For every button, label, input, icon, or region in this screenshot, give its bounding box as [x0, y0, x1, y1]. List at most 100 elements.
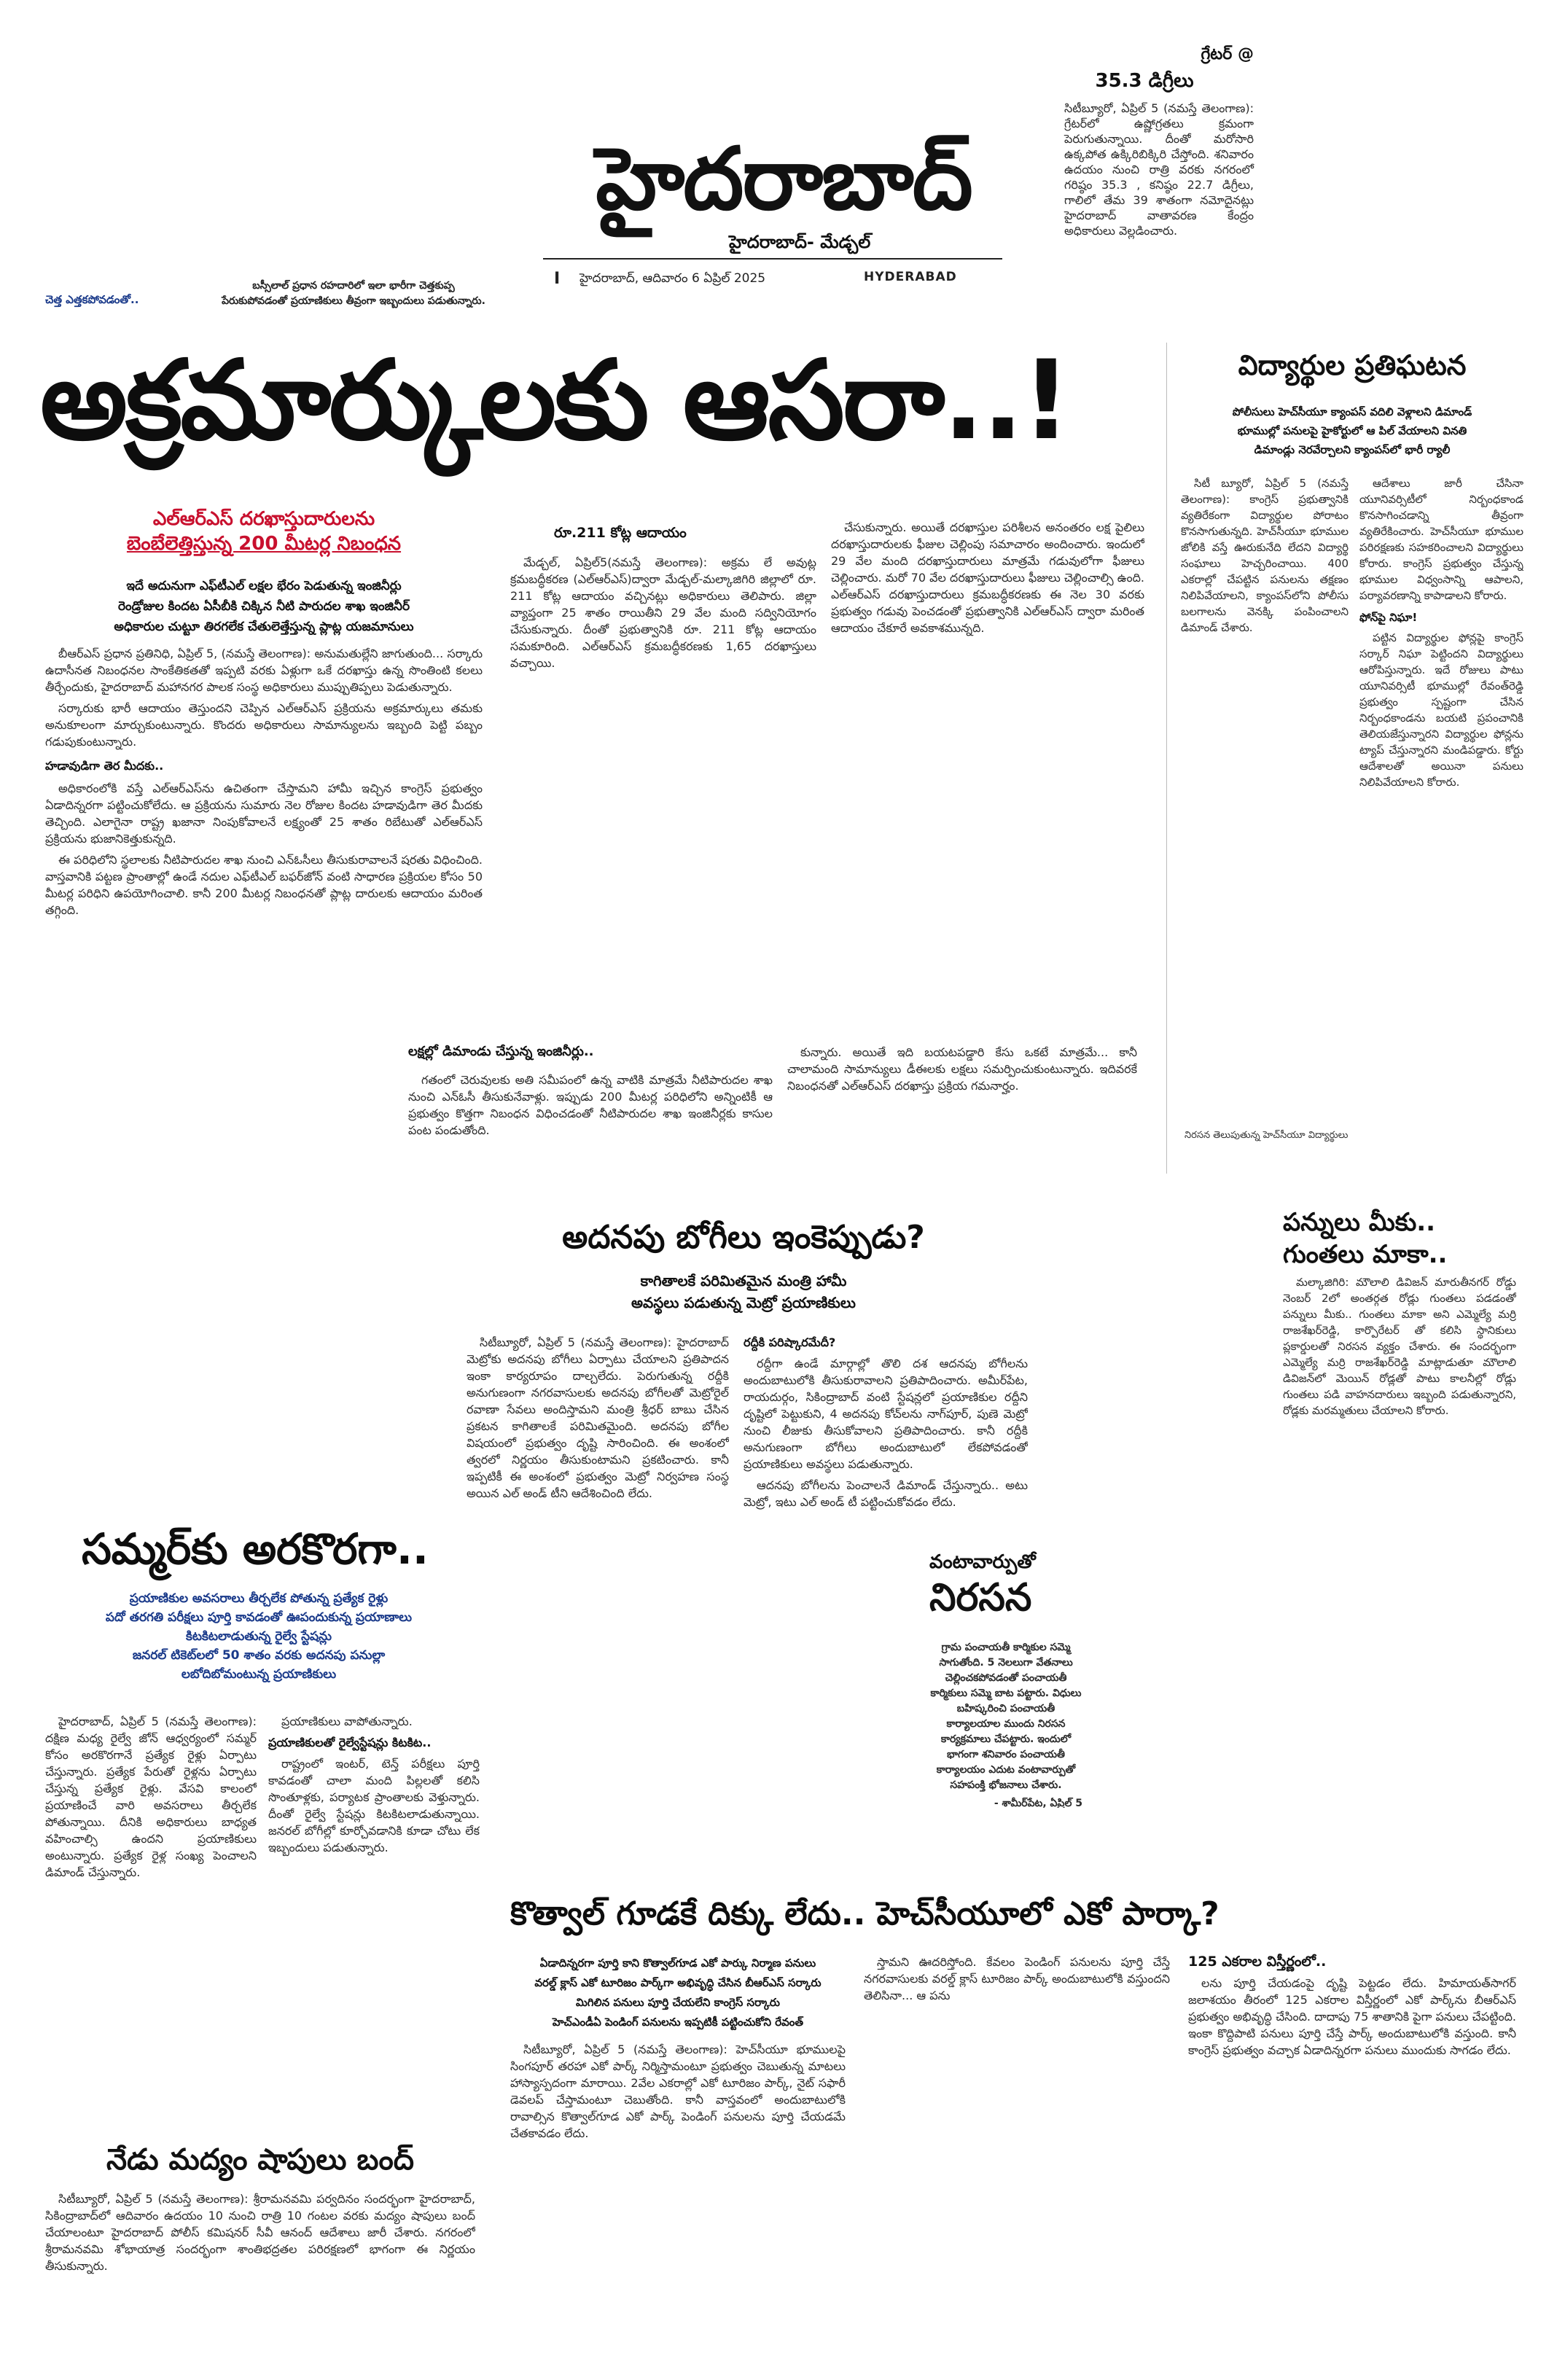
summer-column-1: హైదరాబాద్, ఏప్రిల్ 5 (నమస్తే తెలంగాణ): ద… [45, 1713, 257, 2121]
taxes-paragraph-1: మల్కాజిగిరి: మౌలాలి డివిజన్ మారుతీనగర్ ర… [1283, 1276, 1516, 1417]
coaches-column-1: సిటీబ్యూరో, ఏప్రిల్ 5 (నమస్తే తెలంగాణ): … [467, 1334, 729, 1611]
lead-column-3: చేసుకున్నారు. అయితే దరఖాస్తుల పరిశీలన అన… [831, 519, 1144, 709]
students-deck-3: డిమాండ్లు నెరవేర్చాలని క్యాంపస్‌లో భారీ … [1254, 443, 1451, 456]
sidebar-rule [1166, 343, 1167, 1174]
lead-cont-column-1: గతంలో చెరువులకు అతి సమీపంలో ఉన్న వాటికి … [408, 1072, 773, 1188]
ecopark-column-2: స్తామని ఊదరిస్తోంది. కేవలం పెండింగ్ పనుల… [864, 1954, 1170, 2056]
masthead-rule [543, 258, 1002, 260]
students-subhead-1: ఫోన్‌పై నిఘా! [1359, 611, 1418, 624]
dateline: హైదరాబాద్, ఆదివారం 6 ఏప్రిల్ 2025 [580, 271, 766, 286]
summer-deck: ప్రయాణికుల అవసరాలు తీర్చలేక పోతున్న ప్రత… [44, 1589, 474, 1684]
weather-value: 35.3 డిగ్రీలు [1095, 70, 1194, 92]
lead-paragraph-3: అధికారంలోకి వస్తే ఎల్‌ఆర్‌ఎస్‌ను ఉచితంగా… [45, 781, 483, 846]
taxes-headline-2: గుంతలు మాకా.. [1283, 1240, 1448, 1269]
coaches-headline: అదనపు బోగీలు ఇంకెప్పుడు? [562, 1219, 925, 1256]
protest-column: గ్రామ పంచాయతీ కార్మికుల సమ్మె సాగుతోంది.… [929, 1640, 1082, 1808]
lead-paragraph-2: సర్కారుకు భారీ ఆదాయం తెస్తుందని చెప్పిన … [45, 701, 483, 749]
protest-headline: నిరసన [929, 1576, 1032, 1620]
liquor-headline: నేడు మద్యం షాపులు బంద్ [106, 2143, 414, 2177]
coaches-paragraph-1: సిటీబ్యూరో, ఏప్రిల్ 5 (నమస్తే తెలంగాణ): … [467, 1335, 729, 1500]
summer-column-2: ప్రయాణికులు వాపోతున్నారు. ప్రయాణికులతో ర… [268, 1713, 480, 2121]
liquor-column: సిటీబ్యూరో, ఏప్రిల్ 5 (నమస్తే తెలంగాణ): … [45, 2190, 475, 2336]
lead-cont-head: లక్షల్లో డిమాండు చేస్తున్న ఇంజినీర్లు.. [408, 1044, 594, 1059]
students-paragraph-2: ఆదేశాలు జారీ చేసినా యూనివర్సిటీలో నిర్బం… [1359, 477, 1523, 602]
ecopark-headline: కొత్వాల్ గూడకే దిక్కు లేదు.. హెచ్‌సీయూలో… [510, 1895, 1220, 1932]
students-deck: పోలీసులు హెచ్‌సీయూ క్యాంపస్ వదిలి వెళ్లా… [1181, 402, 1523, 459]
ecopark-column-1: సిటీబ్యూరో, ఏప్రిల్ 5 (నమస్తే తెలంగాణ): … [510, 2041, 846, 2333]
coaches-column-2: రద్దీకి పరిష్కారమేదీ? రద్దీగా ఉండే మార్గ… [744, 1334, 1028, 1611]
taxes-headline-1: పన్నులు మీకు.. [1283, 1208, 1436, 1237]
protest-kicker: వంటావార్పుతో [929, 1551, 1036, 1573]
summer-deck-1: ప్రయాణికుల అవసరాలు తీర్చలేక పోతున్న ప్రత… [129, 1591, 389, 1606]
coaches-deck-2: అవస్థలు పడుతున్న మెట్రో ప్రయాణికులు [631, 1294, 856, 1311]
ecopark-deck-4: హెచ్‌ఎండీఏ పెండింగ్ పనులను ఇప్పటికీ పట్ట… [552, 2016, 804, 2029]
lead-deck: ఇదే అదునుగా ఎఫ్‌టీఎల్ లక్షల భేరం పెడుతున… [45, 576, 483, 637]
ecopark-deck-1: ఏడాదిన్నరగా పూర్తి కాని కొత్వాల్‌గూడ ఎకో… [539, 1956, 816, 1970]
students-column-1: సిటీ బ్యూరో, ఏప్రిల్ 5 (నమస్తే తెలంగాణ):… [1181, 475, 1349, 1022]
lead-cont-column-2: కున్నారు. అయితే ఇది బయటపడ్డారి కేసు ఒకటే… [787, 1044, 1137, 1190]
students-headline: విద్యార్థుల ప్రతిఘటన [1238, 349, 1467, 381]
ecopark-paragraph-2: స్తామని ఊదరిస్తోంది. కేవలం పెండింగ్ పనుల… [864, 1955, 1170, 2002]
lead-cont-paragraph-1: గతంలో చెరువులకు అతి సమీపంలో ఉన్న వాటికి … [408, 1073, 773, 1137]
lead-headline: అక్రమార్కులకు ఆసరా..! [40, 338, 1072, 464]
lead-cont-paragraph-2: కున్నారు. అయితే ఇది బయటపడ్డారి కేసు ఒకటే… [787, 1045, 1137, 1093]
coaches-paragraph-3: ఆదనపు బోగీలను పెంచాలనే డిమాండ్ చేస్తున్న… [744, 1478, 1028, 1509]
coaches-subhead-1: రద్దీకి పరిష్కారమేదీ? [744, 1335, 836, 1349]
masthead-subtitle: హైదరాబాద్- మేడ్చల్ [729, 232, 871, 252]
lead-column-2: మేడ్చల్, ఏప్రిల్5(నమస్తే తెలంగాణ): అక్రమ… [510, 554, 816, 714]
students-paragraph-1: సిటీ బ్యూరో, ఏప్రిల్ 5 (నమస్తే తెలంగాణ):… [1181, 477, 1349, 634]
ecopark-paragraph-1: సిటీబ్యూరో, ఏప్రిల్ 5 (నమస్తే తెలంగాణ): … [510, 2042, 846, 2140]
coaches-paragraph-2: రద్దీగా ఉండే మార్గాల్లో తొలి దశ ఆదనపు బో… [744, 1357, 1028, 1471]
students-paragraph-3: పట్టిన విద్యార్థుల ఫోన్లపై కాంగ్రెస్ సర్… [1359, 631, 1523, 789]
protest-place: - శామీర్‌పేట, ఏప్రిల్ 5 [994, 1798, 1082, 1808]
teaser-caption: బస్సీలాల్ ప్రధాన రహదారిలో ఇలా భారీగా చెత… [186, 278, 521, 309]
ecopark-subhead-1: 125 ఎకరాల విస్తీర్ణంలో.. [1188, 1954, 1327, 1970]
protest-paragraph-1: గ్రామ పంచాయతీ కార్మికుల సమ్మె సాగుతోంది.… [930, 1642, 1082, 1791]
liquor-paragraph-1: సిటీబ్యూరో, ఏప్రిల్ 5 (నమస్తే తెలంగాణ): … [45, 2192, 475, 2273]
summer-paragraph-1: హైదరాబాద్, ఏప్రిల్ 5 (నమస్తే తెలంగాణ): ద… [45, 1714, 257, 1879]
students-deck-1: పోలీసులు హెచ్‌సీయూ క్యాంపస్ వదిలి వెళ్లా… [1232, 405, 1472, 418]
ecopark-deck-3: మిగిలిన పనులు పూర్తి చేయలేని కాంగ్రెస్ స… [575, 1996, 781, 2009]
summer-deck-2: పదో తరగతి పరీక్షలు పూర్తి కావడంతో ఊపందుక… [105, 1610, 413, 1625]
summer-deck-3: కిటకిటలాడుతున్న రైల్వే స్టేషన్లు [186, 1629, 332, 1644]
edition-mark: I [554, 270, 561, 288]
summer-subhead-1: ప్రయాణికులతో రైల్వేస్టేషన్లు కిటకిట.. [268, 1736, 432, 1749]
teaser-label: చెత్త ఎత్తకపోవడంతో.. [45, 293, 139, 306]
weather-body: సిటీబ్యూరో, ఏప్రిల్ 5 (నమస్తే తెలంగాణ): … [1064, 101, 1254, 238]
lead-deck-red-1: ఎల్‌ఆర్‌ఎస్ దరఖాస్తుదారులను [152, 508, 375, 530]
city-label: HYDERABAD [864, 270, 957, 284]
taxes-column: మల్కాజిగిరి: మౌలాలి డివిజన్ మారుతీనగర్ ర… [1283, 1274, 1516, 1493]
students-caption: నిరసన తెలుపుతున్న హెచ్‌సీయూ విద్యార్థులు [1185, 1130, 1349, 1141]
teaser-line-1: బస్సీలాల్ ప్రధాన రహదారిలో ఇలా భారీగా చెత… [252, 280, 455, 292]
summer-deck-4: జనరల్ టికెట్‌లలో 50 శాతం వరకు అదనపు పనుల… [132, 1648, 386, 1663]
lead-column-1: బీఆర్‌ఎస్ ప్రధాన ప్రతినిధి, ఏప్రిల్ 5, (… [45, 645, 483, 999]
coaches-deck-1: కాగితాలకే పరిమితమైన మంత్రి హామీ [640, 1272, 847, 1290]
masthead-title: హైదరాబాద్ [596, 128, 973, 229]
taxes-headline: పన్నులు మీకు.. గుంతలు మాకా.. [1283, 1206, 1516, 1271]
lead-deck-red: ఎల్‌ఆర్‌ఎస్ దరఖాస్తుదారులను బెంబేలెత్తిస… [45, 507, 483, 556]
ecopark-deck-2: వరల్డ్ క్లాస్ ఎకో టూరిజం పార్క్‌గా అభివృ… [534, 1976, 822, 1989]
lead-deck-1: ఇదే అదునుగా ఎఫ్‌టీఎల్ లక్షల భేరం పెడుతున… [126, 579, 402, 593]
ecopark-column-3: 125 ఎకరాల విస్తీర్ణంలో.. లను పూర్తి చేయడ… [1188, 1954, 1516, 2325]
ecopark-deck: ఏడాదిన్నరగా పూర్తి కాని కొత్వాల్‌గూడ ఎకో… [510, 1954, 846, 2032]
lead-col3-paragraph: చేసుకున్నారు. అయితే దరఖాస్తుల పరిశీలన అన… [831, 520, 1144, 635]
teaser-line-2: పేరుకుపోవడంతో ప్రయాణికులు తీవ్రంగా ఇబ్బం… [222, 295, 485, 307]
summer-paragraph-2: ప్రయాణికులు వాపోతున్నారు. [281, 1714, 413, 1728]
students-deck-2: భూముల్లో పనులపై హైకోర్టులో ఆ పిల్ వేయాలన… [1237, 424, 1467, 437]
lead-deck-2: రెండ్రోజుల కిందట ఏసీబీకి చిక్కిన నీటి పా… [117, 599, 410, 614]
summer-headline: సమ్మర్‌కు అరకొరగా.. [82, 1524, 429, 1574]
ecopark-paragraph-3: లను పూర్తి చేయడంపై దృష్టి పెట్టడం లేదు. … [1188, 1976, 1516, 2057]
weather-title: గ్రేటర్ @ [1201, 45, 1254, 63]
summer-deck-5: లబోదిబోమంటున్న ప్రయాణికులు [181, 1667, 337, 1682]
lead-paragraph-1: బీఆర్‌ఎస్ ప్రధాన ప్రతినిధి, ఏప్రిల్ 5, (… [45, 647, 483, 694]
lead-deck-red-2: బెంబేలెత్తిస్తున్న 200 మీటర్ల నిబంధన [126, 533, 402, 555]
lead-subhead-1: హడావుడిగా తెర మీదకు.. [45, 759, 164, 773]
lead-paragraph-4: ఈ పరిధిలోని స్థలాలకు నీటిపారుదల శాఖ నుంచ… [45, 853, 483, 917]
weather-box: గ్రేటర్ @ 35.3 డిగ్రీలు సిటీబ్యూరో, ఏప్ర… [1035, 45, 1254, 238]
lead-col2-head: రూ.211 కోట్ల ఆదాయం [554, 525, 687, 541]
coaches-deck: కాగితాలకే పరిమితమైన మంత్రి హామీ అవస్థలు … [467, 1270, 1021, 1314]
lead-deck-3: అధికారుల చుట్టూ తిరగలేక చేతులెత్తేస్తున్… [114, 620, 414, 634]
summer-paragraph-3: రాష్ట్రంలో ఇంటర్, టెన్త్ పరీక్షలు పూర్తి… [268, 1757, 480, 1854]
students-column-2: ఆదేశాలు జారీ చేసినా యూనివర్సిటీలో నిర్బం… [1359, 475, 1523, 1022]
lead-col2-paragraph: మేడ్చల్, ఏప్రిల్5(నమస్తే తెలంగాణ): అక్రమ… [510, 555, 816, 670]
